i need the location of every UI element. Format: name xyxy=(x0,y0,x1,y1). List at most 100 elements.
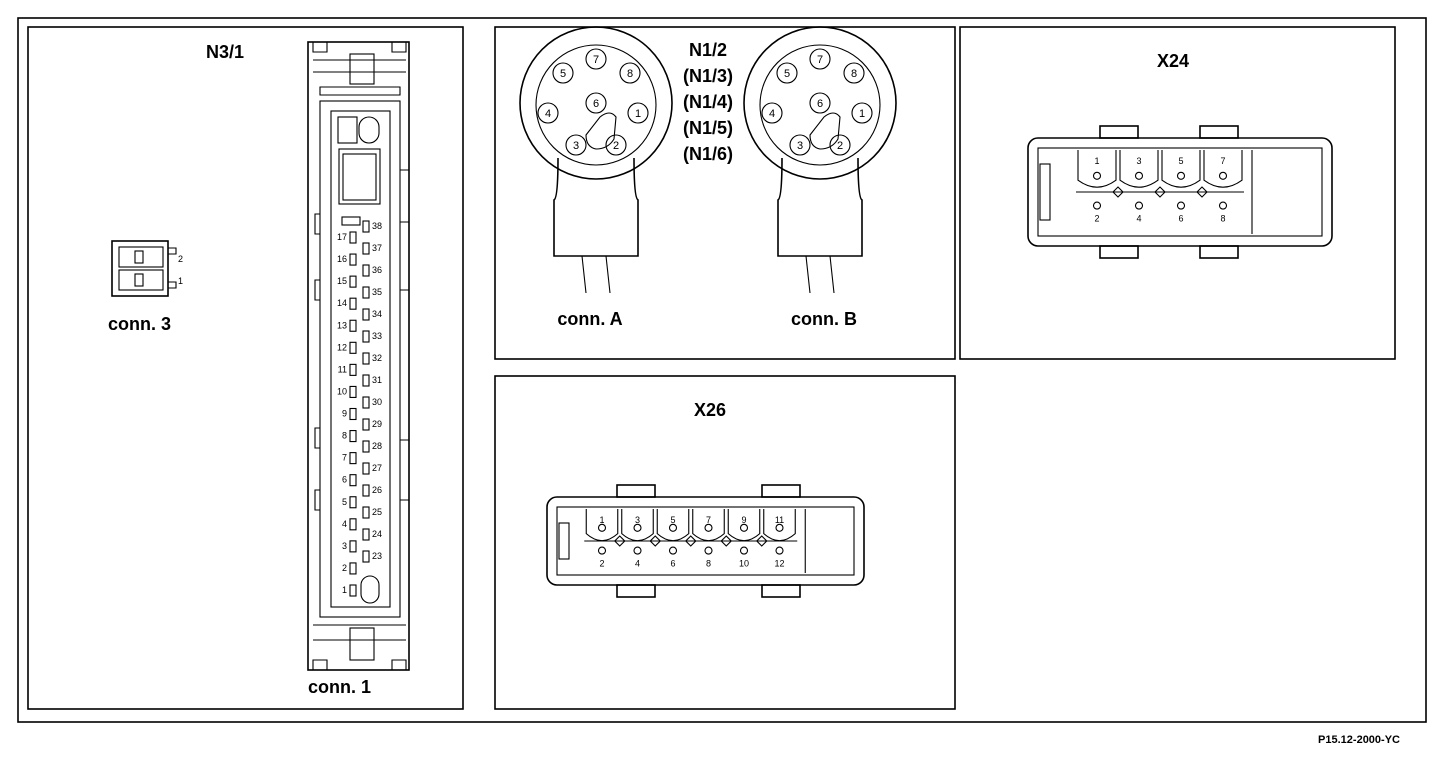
pin xyxy=(843,62,865,84)
pin-slot xyxy=(349,341,357,354)
pin-slot xyxy=(349,540,357,553)
pin-cell xyxy=(692,509,725,542)
pin-label: 2 xyxy=(599,559,604,569)
conn-3-label: conn. 3 xyxy=(108,314,171,334)
pin-slot xyxy=(362,264,370,277)
pin-label: 27 xyxy=(372,463,382,473)
pin-label: 8 xyxy=(851,68,857,80)
pin xyxy=(851,102,873,124)
conn-b-label: conn. B xyxy=(791,309,857,329)
pin-label: 4 xyxy=(769,108,775,120)
pin-cell xyxy=(1077,150,1117,188)
conn-3-connector: 2 1 xyxy=(111,240,183,297)
pin-label: 7 xyxy=(593,54,599,66)
pin xyxy=(1218,201,1228,210)
pin-label: 10 xyxy=(739,559,749,569)
latch-tab xyxy=(1199,245,1239,259)
pin-label: 30 xyxy=(372,397,382,407)
pin-slot xyxy=(362,242,370,255)
pin-label: 26 xyxy=(372,485,382,495)
pin-label: 6 xyxy=(670,559,675,569)
pin-label: 35 xyxy=(372,287,382,297)
pin xyxy=(585,92,607,114)
pin-label: 7 xyxy=(706,515,711,525)
connector-body xyxy=(553,157,639,257)
pin xyxy=(761,102,783,124)
pin-slot xyxy=(362,528,370,541)
pin-label: 2 xyxy=(613,140,619,152)
pin-label: 6 xyxy=(593,98,599,110)
pin-label: 13 xyxy=(337,320,347,330)
connector-cavity xyxy=(556,506,855,576)
pin xyxy=(605,134,627,156)
pin xyxy=(809,48,831,70)
panel-n1-2-border xyxy=(494,26,956,360)
pin-label: 16 xyxy=(337,254,347,264)
end-latch xyxy=(558,522,570,560)
key-slot xyxy=(809,112,841,150)
pin-slot xyxy=(362,484,370,497)
conn-3-pin-label: 2 xyxy=(178,254,183,264)
pin-cell xyxy=(621,509,654,542)
pin-slot xyxy=(349,297,357,310)
conn-3-pin-label: 1 xyxy=(178,276,183,286)
pin-slot xyxy=(362,308,370,321)
pin-label: 2 xyxy=(1094,214,1099,224)
pin xyxy=(1092,201,1102,210)
end-latch xyxy=(1039,163,1051,221)
pin-slot xyxy=(362,220,370,233)
latch-tab xyxy=(761,584,801,598)
pin-slot xyxy=(349,319,357,332)
pin xyxy=(739,546,749,555)
connector-housing xyxy=(546,496,865,586)
pin xyxy=(597,523,607,532)
pin-label: 3 xyxy=(573,140,579,152)
pin-label: 11 xyxy=(338,364,347,374)
conn-1-label: conn. 1 xyxy=(308,677,371,697)
pin-label: 1 xyxy=(1094,156,1099,166)
pin-label: 10 xyxy=(337,386,347,396)
pin-label: 9 xyxy=(342,409,347,419)
connector-outer-ring xyxy=(743,26,897,180)
pin xyxy=(633,523,642,532)
pin-label: 14 xyxy=(337,298,347,308)
pin-label: 11 xyxy=(775,515,784,525)
coding-diamond xyxy=(649,535,662,547)
pin-slot xyxy=(362,286,370,299)
pin-label: 38 xyxy=(372,221,382,231)
panel-n1-2: N1/2 (N1/3) (N1/4) (N1/5) (N1/6) 1234567… xyxy=(494,26,956,360)
pin-label: 8 xyxy=(706,559,711,569)
pin-cell xyxy=(1161,150,1201,188)
pin-label: 7 xyxy=(817,54,823,66)
pin-label: 5 xyxy=(670,515,675,525)
pin-label: 4 xyxy=(1136,214,1141,224)
pin-slot xyxy=(362,462,370,475)
pin-slot xyxy=(362,506,370,519)
key-slot xyxy=(585,112,617,150)
panel-n1-2-alt-title: (N1/5) xyxy=(683,118,733,138)
pin xyxy=(537,102,559,124)
pin-label: 15 xyxy=(337,276,347,286)
pin-label: 4 xyxy=(342,519,347,529)
pin xyxy=(597,546,607,555)
pin xyxy=(565,134,587,156)
pin-label: 12 xyxy=(774,559,784,569)
pin-label: 24 xyxy=(372,529,382,539)
pin-slot xyxy=(349,584,357,597)
panel-n3-1: N3/1 2 1 conn. 3 xyxy=(27,26,464,710)
latch-tab xyxy=(1099,125,1139,139)
pin-slot xyxy=(362,550,370,563)
coding-diamond xyxy=(720,535,733,547)
pin-label: 6 xyxy=(817,98,823,110)
pin-label: 3 xyxy=(797,140,803,152)
conn-a-label: conn. A xyxy=(557,309,622,329)
pin-label: 23 xyxy=(372,551,382,561)
latch-tab xyxy=(1099,245,1139,259)
coding-diamond xyxy=(613,535,626,547)
pin-slot xyxy=(349,407,357,421)
pin-label: 25 xyxy=(372,507,382,517)
